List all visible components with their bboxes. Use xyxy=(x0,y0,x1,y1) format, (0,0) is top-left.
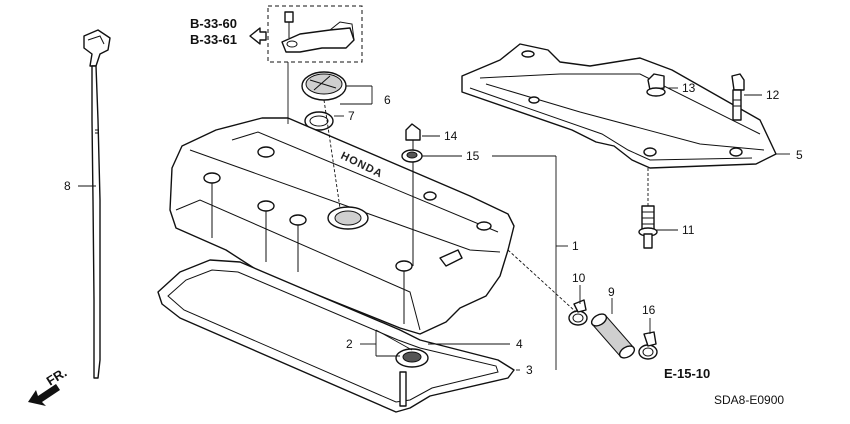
cover-bolt xyxy=(401,123,423,266)
oil-filler-cap xyxy=(301,71,347,101)
front-direction-label: FR. xyxy=(44,365,70,389)
part-1-label: 1 xyxy=(572,239,579,253)
breather-hose xyxy=(590,313,636,359)
hose-clamp-b xyxy=(638,331,658,360)
filler-bracket xyxy=(267,5,363,63)
stud-bolt xyxy=(731,73,745,121)
cover-stud xyxy=(638,168,658,249)
part-6-label: 6 xyxy=(384,93,391,107)
part-4-label: 4 xyxy=(516,337,523,351)
part-8-label: 8 xyxy=(64,179,71,193)
cover-nut xyxy=(646,73,666,97)
part-3-label: 3 xyxy=(526,363,533,377)
part-10-label: 10 xyxy=(572,271,586,285)
coil-cover xyxy=(461,43,777,169)
ref-b-33-61[interactable]: B-33-61 xyxy=(190,32,237,47)
dipstick xyxy=(83,29,111,379)
part-9-label: 9 xyxy=(608,285,615,299)
part-14-label: 14 xyxy=(444,129,458,143)
head-cover-gasket xyxy=(157,259,515,413)
part-11-label: 11 xyxy=(682,223,695,237)
ref-b-33-60[interactable]: B-33-60 xyxy=(190,16,237,31)
part-7-label: 7 xyxy=(348,109,355,123)
hose-clamp-a xyxy=(568,299,588,326)
part-15-label: 15 xyxy=(466,149,480,163)
diagram-code: SDA8-E0900 xyxy=(714,393,784,407)
leader-lines xyxy=(78,62,790,371)
part-13-label: 13 xyxy=(682,81,696,95)
part-16-label: 16 xyxy=(642,303,656,317)
plug-seal xyxy=(395,348,429,407)
ref-e-15-10[interactable]: E-15-10 xyxy=(664,366,710,381)
part-5-label: 5 xyxy=(796,148,803,162)
part-2-label: 2 xyxy=(346,337,353,351)
ref-arrow xyxy=(249,27,267,45)
head-cover: HONDA xyxy=(169,117,515,335)
front-direction-arrow: FR. xyxy=(28,365,69,406)
part-12-label: 12 xyxy=(766,88,780,102)
